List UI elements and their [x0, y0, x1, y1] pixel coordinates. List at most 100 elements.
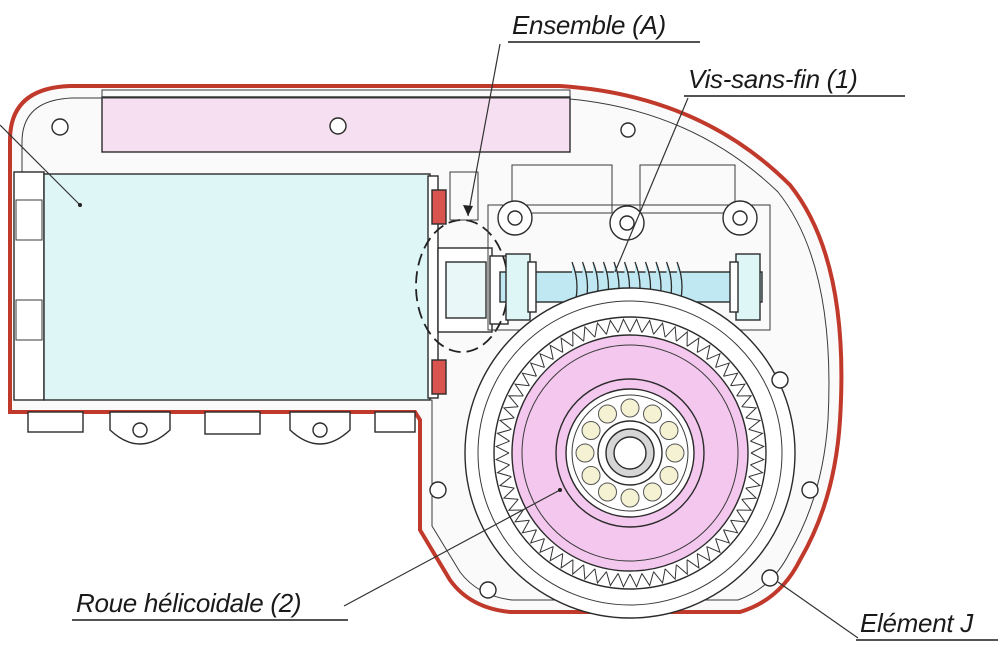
- red-pad-top: [431, 189, 447, 225]
- wheel-tooth: [605, 319, 619, 335]
- wheel-teeth: [494, 317, 766, 589]
- label-ensemble: Ensemble (A): [512, 10, 666, 40]
- wheel-tooth: [494, 440, 510, 454]
- wheel-tooth: [748, 428, 764, 442]
- bearing-ball: [581, 466, 601, 485]
- bearing-ball: [598, 482, 617, 502]
- wheel-tooth: [514, 509, 530, 523]
- wheel-tooth: [498, 417, 515, 430]
- bearing-ball: [598, 404, 617, 424]
- wheel-tooth: [730, 383, 746, 397]
- leader-roue: [343, 489, 561, 607]
- bearing-ball: [643, 404, 662, 424]
- wheel-tooth: [539, 352, 554, 368]
- wheel-tooth: [629, 573, 643, 589]
- wheel-tooth: [736, 498, 753, 511]
- wheel-tooth: [686, 337, 700, 353]
- wheel-tooth: [498, 476, 515, 489]
- wheel-tooth: [741, 406, 758, 419]
- mounting-lugs: [27, 411, 416, 445]
- wheel-tooth: [572, 330, 585, 347]
- wheel-tooth: [675, 330, 688, 347]
- wheel-tooth: [560, 553, 574, 569]
- worm-shaft: [499, 253, 763, 321]
- leader-left: [0, 124, 81, 206]
- wheel-tooth: [715, 362, 731, 377]
- red-pad-bottom: [431, 359, 447, 395]
- wheel-tooth: [617, 317, 631, 333]
- wheel-tooth: [664, 325, 677, 342]
- rail-hole-right: [620, 122, 636, 138]
- wheel-tooth: [641, 319, 655, 335]
- wheel-tooth: [583, 325, 596, 342]
- wheel-tooth: [745, 476, 762, 489]
- screw-bosses: [497, 200, 758, 241]
- bearing-balls: [575, 398, 685, 508]
- gearbox-cavities: [449, 164, 771, 331]
- bearing-ball: [643, 482, 662, 502]
- wheel-tooth: [696, 344, 711, 360]
- wheel-tooth: [502, 487, 519, 500]
- bearing-ball: [620, 488, 640, 508]
- leader-roue-dot: [558, 488, 562, 492]
- wheel-tooth: [496, 428, 512, 442]
- leader-vis: [614, 97, 689, 273]
- bearing-ball: [659, 421, 679, 440]
- wheel-tooth: [723, 519, 739, 534]
- wheel-tooth: [507, 498, 524, 511]
- wheel-tooth: [736, 395, 753, 408]
- wheel-tooth: [496, 464, 512, 478]
- wheel-tooth: [641, 571, 655, 587]
- wheel-tooth: [715, 529, 731, 544]
- wheel-tooth: [605, 571, 619, 587]
- wheel-tooth: [696, 546, 711, 562]
- wheel-tooth: [539, 538, 554, 554]
- wheel-tooth: [529, 529, 545, 544]
- wheel-tooth: [594, 568, 607, 585]
- worm-wheel: [464, 287, 796, 619]
- wheel-tooth: [653, 321, 666, 338]
- wheel-tooth: [521, 519, 537, 534]
- wheel-tooth: [549, 546, 564, 562]
- leader-ensemble-arrow: [463, 205, 473, 216]
- wheel-tooth: [741, 487, 758, 500]
- wheel-tooth: [653, 568, 666, 585]
- bearing-ball: [575, 443, 595, 463]
- bearing-ball: [620, 398, 640, 418]
- wheel-tooth: [730, 509, 746, 523]
- wheel-tooth: [583, 564, 596, 581]
- wheel-tooth: [549, 344, 564, 360]
- wheel-tooth: [706, 538, 721, 554]
- wheel-tooth: [675, 559, 688, 576]
- bearing-ball: [581, 421, 601, 440]
- wheel-tooth: [521, 372, 537, 387]
- leader-ensemble: [467, 43, 501, 217]
- wheel-tooth: [572, 559, 585, 576]
- wheel-tooth: [750, 440, 766, 454]
- wheel-tooth: [514, 383, 530, 397]
- bearing-ball: [659, 466, 679, 485]
- wheel-tooth: [723, 372, 739, 387]
- wheel-tooth: [494, 452, 510, 466]
- wheel-tooth: [706, 352, 721, 368]
- wheel-tooth: [686, 553, 700, 569]
- wheel-tooth: [594, 321, 607, 338]
- wheel-tooth: [507, 395, 524, 408]
- wheel-tooth: [617, 573, 631, 589]
- wheel-tooth: [560, 337, 574, 353]
- label-vis-sans-fin: Vis-sans-fin (1): [688, 64, 858, 94]
- motor-block: [13, 171, 439, 401]
- wheel-tooth: [750, 452, 766, 466]
- label-element-j: Elément J: [860, 608, 974, 638]
- bearing-ball: [665, 443, 685, 463]
- wheel-tooth: [748, 464, 764, 478]
- wheel-tooth: [745, 417, 762, 430]
- label-roue-helicoidale: Roue hélicoidale (2): [76, 588, 301, 618]
- wheel-tooth: [629, 317, 643, 333]
- leader-element: [777, 581, 859, 639]
- wheel-tooth: [529, 362, 545, 377]
- rail-hole-mid: [329, 117, 347, 135]
- wheel-tooth: [664, 564, 677, 581]
- housing-holes: [429, 371, 819, 599]
